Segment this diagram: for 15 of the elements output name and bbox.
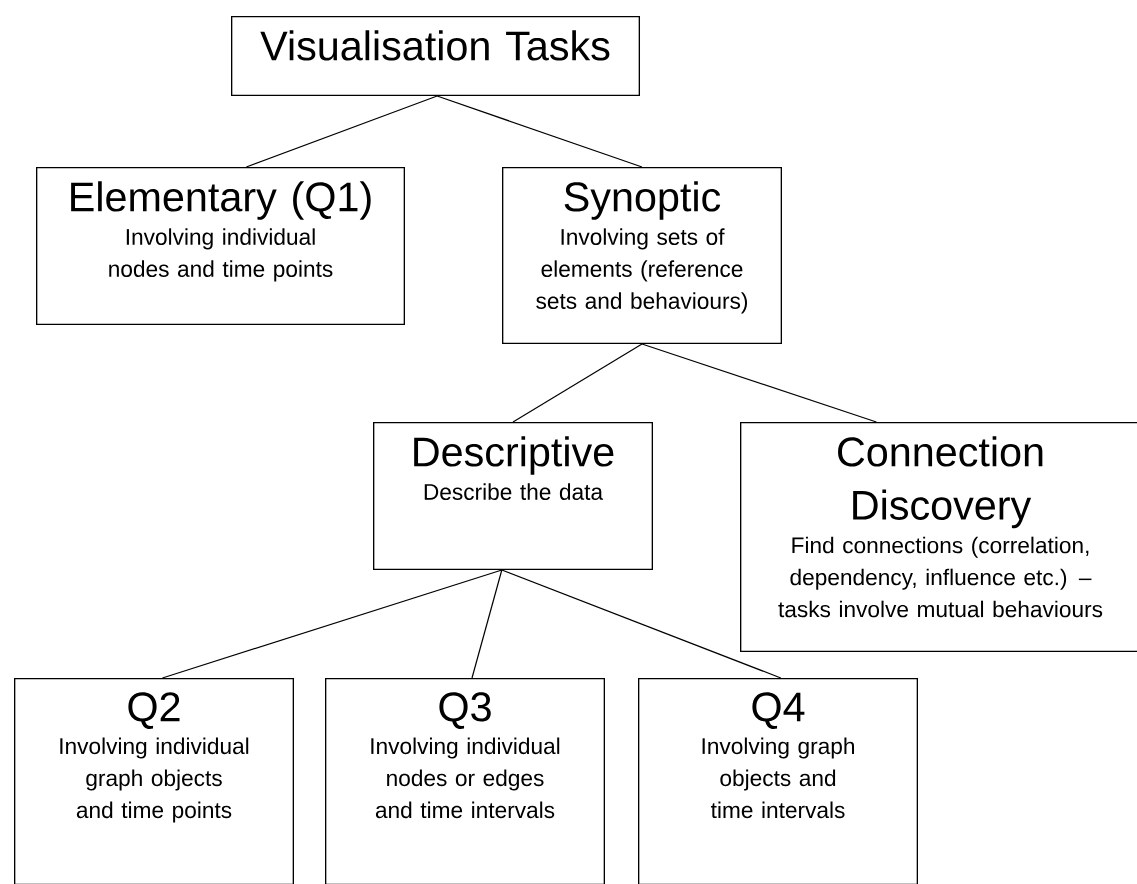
box: Connection Discovery Find connections (correlation, dependency, influence etc.) – tasks involve mutual behaviours <box>740 422 1137 652</box>
connector-line <box>501 569 782 679</box>
box: Descriptive Describe the data <box>373 422 653 570</box>
box: Elementary (Q1) Involving individual nodes and time points <box>36 167 405 325</box>
connector-line <box>641 343 877 423</box>
box: Synoptic Involving sets of elements (reference sets and behaviours) <box>502 167 782 344</box>
box: Q4 Involving graph objects and time intervals <box>638 678 918 884</box>
box: Q2 Involving individual graph objects and time points <box>14 678 294 884</box>
connector-line <box>436 95 643 168</box>
connector-line <box>512 343 643 423</box>
box: Q3 Involving individual nodes or edges and time intervals <box>325 678 605 884</box>
connector-line <box>245 95 438 168</box>
connector-line <box>161 569 503 679</box>
box: Visualisation Tasks <box>231 16 640 96</box>
connector-line <box>471 569 503 679</box>
